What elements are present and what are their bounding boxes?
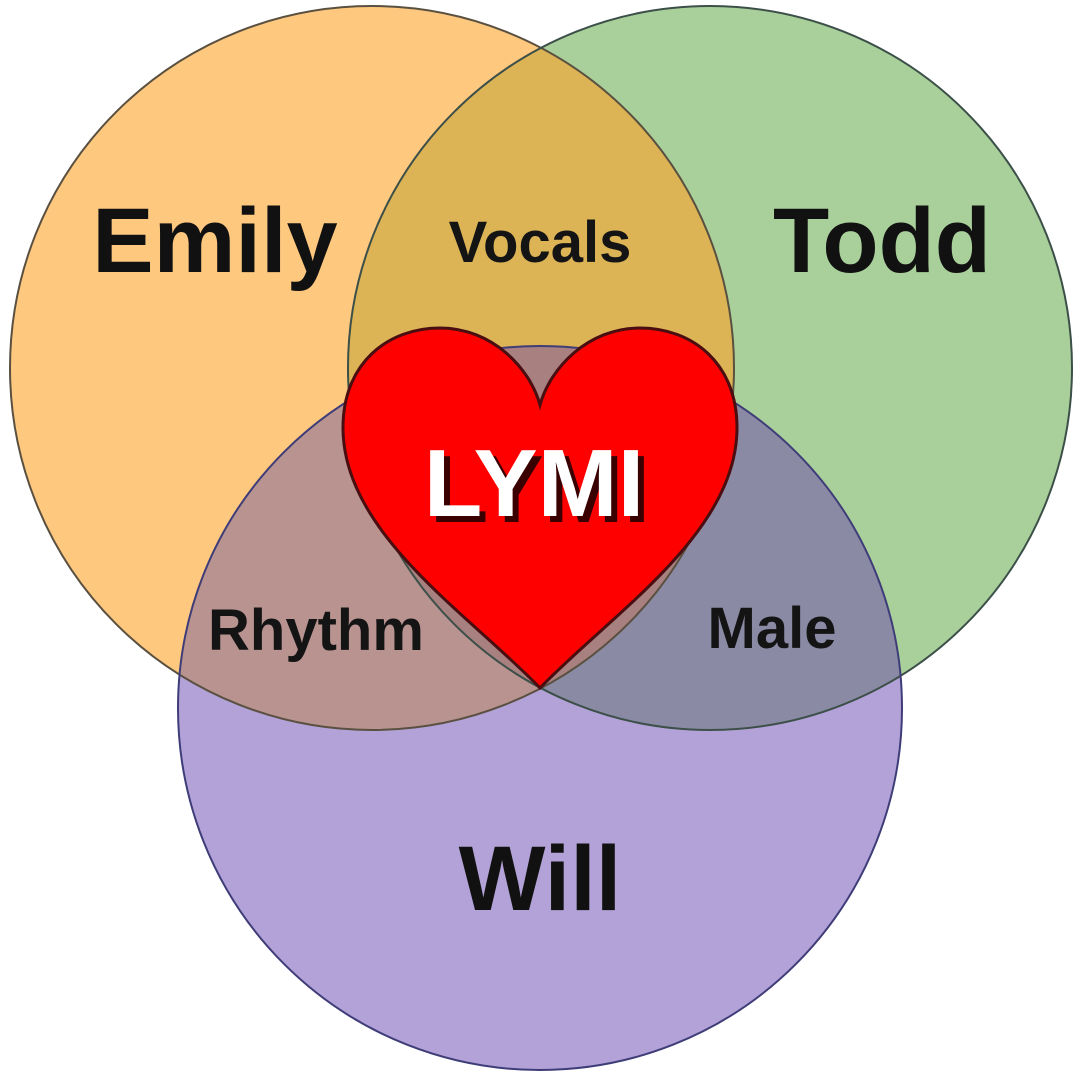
circle-will-outline — [177, 345, 903, 1071]
circle-emily-outline — [9, 5, 735, 731]
label-will: Will — [459, 828, 622, 930]
label-emily: Emily — [92, 190, 337, 292]
heart-label-shadow: LYMI — [430, 436, 651, 543]
heart-outline — [341, 326, 739, 691]
heart-label: LYMI — [424, 430, 645, 537]
label-rhythm: Rhythm — [208, 598, 424, 663]
label-male: Male — [708, 596, 837, 661]
label-vocals: Vocals — [449, 210, 632, 275]
label-todd: Todd — [773, 190, 991, 292]
circle-todd-outline — [347, 5, 1073, 731]
heart-icon — [342, 328, 738, 688]
